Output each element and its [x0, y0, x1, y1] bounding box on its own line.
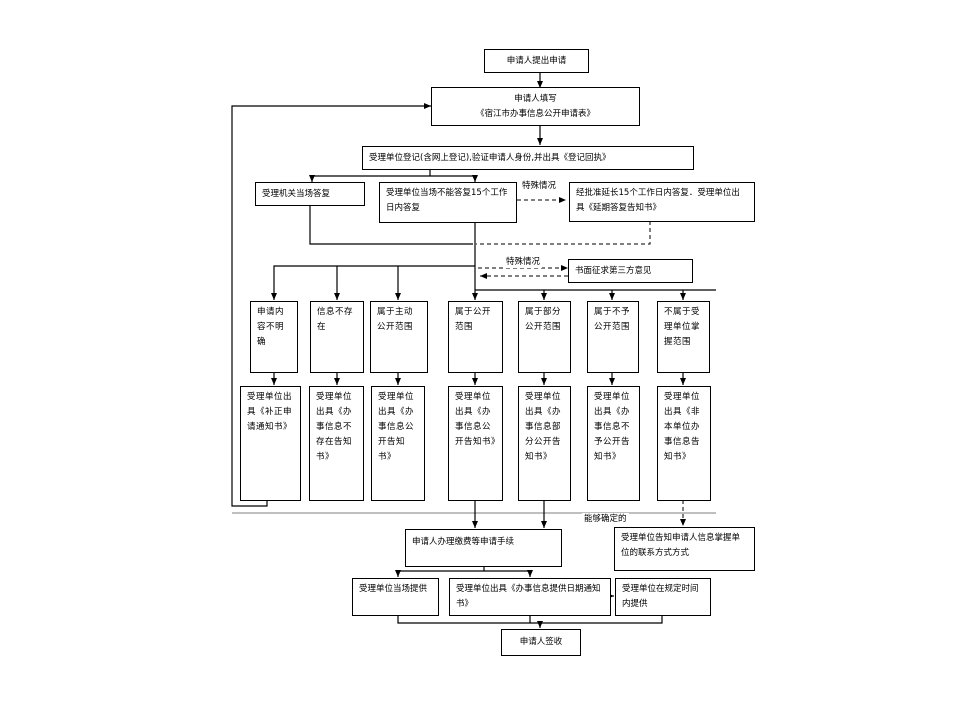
category-label: 不属于受理单位掌握范围	[664, 307, 701, 347]
notice-active-disclosure: 受理单位出具《办事信息公开告知书》	[371, 386, 425, 501]
special-case-label-2: 特殊情况	[504, 256, 543, 268]
provide-in-time-label: 受理单位在规定时间内提供	[622, 584, 699, 609]
notice-partial-disclosure: 受理单位出具《办事信息部分公开告知书》	[518, 386, 571, 501]
category-disclosure: 属于公开范围	[448, 301, 503, 373]
fill-form-line2: 《宿江市办事信息公开申请表》	[475, 108, 595, 119]
extend-label: 经批准延长15个工作日内答复．受理单位出具《延期答复告知书》	[576, 188, 740, 213]
third-party-label: 书面征求第三方意见	[575, 266, 652, 276]
notice-label: 受理单位出具《补正申请通知书》	[247, 392, 293, 432]
register-box: 受理单位登记(含网上登记),验证申请人身份,并出具《登记回执》	[362, 146, 694, 170]
notice-label: 受理单位出具《非本单位办事信息告知书》	[664, 392, 701, 462]
deadline-notice-label: 受理单位出具《办事信息提供日期通知书》	[456, 584, 601, 609]
pay-box: 申请人办理缴费等申请手续	[405, 529, 562, 567]
notice-label: 受理单位出具《办事信息公开告知书》	[378, 392, 415, 462]
notice-label: 受理单位出具《办事信息不存在告知书》	[316, 392, 353, 462]
provide-in-time-box: 受理单位在规定时间内提供	[615, 578, 711, 616]
provide-on-spot-label: 受理单位当场提供	[359, 584, 428, 594]
notice-not-held: 受理单位出具《非本单位办事信息告知书》	[657, 386, 711, 501]
category-label: 属于不予公开范围	[594, 307, 631, 332]
special-case-label-1: 特殊情况	[520, 180, 559, 192]
notice-disclosure: 受理单位出具《办事信息公开告知书》	[448, 386, 503, 501]
sign-label: 申请人签收	[519, 637, 563, 647]
category-unclear: 申请内容不明确	[250, 301, 298, 373]
apply-label: 申请人提出申请	[506, 55, 567, 66]
category-not-held: 不属于受理单位掌握范围	[657, 301, 710, 373]
cannot-answer-box: 受理单位当场不能答复15个工作日内答复	[379, 182, 517, 223]
third-party-box: 书面征求第三方意见	[568, 259, 693, 283]
category-label: 信息不存在	[317, 307, 354, 332]
category-not-exist: 信息不存在	[310, 301, 364, 373]
deadline-notice-box: 受理单位出具《办事信息提供日期通知书》	[449, 578, 611, 616]
category-label: 属于主动公开范围	[377, 307, 414, 332]
category-active-disclosure: 属于主动公开范围	[370, 301, 428, 373]
answer-on-spot-box: 受理机关当场答复	[255, 182, 365, 206]
apply-box: 申请人提出申请	[484, 49, 589, 73]
answer-on-spot-label: 受理机关当场答复	[262, 189, 331, 199]
extend-box: 经批准延长15个工作日内答复．受理单位出具《延期答复告知书》	[569, 182, 755, 222]
notice-label: 受理单位出具《办事信息不予公开告知书》	[594, 392, 631, 462]
category-no-disclosure: 属于不予公开范围	[587, 301, 639, 373]
notice-not-exist: 受理单位出具《办事信息不存在告知书》	[309, 386, 364, 501]
notice-label: 受理单位出具《办事信息公开告知书》	[455, 392, 501, 447]
category-partial-disclosure: 属于部分公开范围	[518, 301, 571, 373]
notice-correction: 受理单位出具《补正申请通知书》	[240, 386, 301, 501]
category-label: 属于部分公开范围	[525, 307, 562, 332]
provide-on-spot-box: 受理单位当场提供	[352, 578, 439, 616]
notice-no-disclosure: 受理单位出具《办事信息不予公开告知书》	[587, 386, 640, 501]
inform-contact-box: 受理单位告知申请人信息掌握单位的联系方式方式	[614, 527, 755, 571]
cannot-answer-label: 受理单位当场不能答复15个工作日内答复	[386, 188, 508, 213]
notice-label: 受理单位出具《办事信息部分公开告知书》	[525, 392, 562, 462]
pay-label: 申请人办理缴费等申请手续	[412, 537, 515, 547]
sign-box: 申请人签收	[501, 629, 581, 656]
category-label: 属于公开范围	[455, 307, 492, 332]
can-determine-label: 能够确定的	[582, 513, 629, 525]
register-label: 受理单位登记(含网上登记),验证申请人身份,并出具《登记回执》	[369, 153, 611, 163]
fill-form-line1: 申请人填写	[514, 93, 557, 104]
inform-contact-label: 受理单位告知申请人信息掌握单位的联系方式方式	[621, 533, 741, 558]
fill-form-box: 申请人填写 《宿江市办事信息公开申请表》	[431, 87, 640, 126]
category-label: 申请内容不明确	[257, 307, 285, 347]
